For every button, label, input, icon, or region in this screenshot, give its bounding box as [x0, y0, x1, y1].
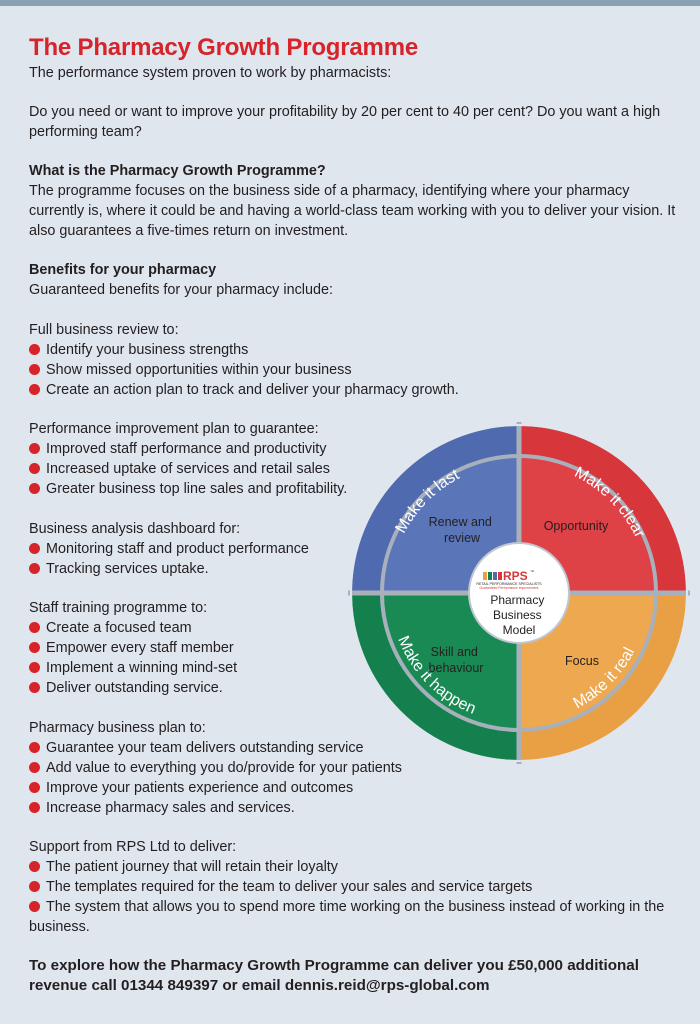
label-focus: Focus	[565, 654, 599, 668]
logo-text: RPS	[503, 569, 528, 583]
benefits-intro: Guaranteed benefits for your pharmacy in…	[29, 282, 333, 298]
bullet-dot-icon	[29, 782, 40, 793]
logo-bar	[493, 572, 497, 580]
section-heading: Business analysis dashboard for:	[29, 521, 241, 537]
logo-bar	[498, 572, 502, 580]
center-disc	[468, 542, 570, 644]
section-heading: Staff training programme to:	[29, 600, 208, 616]
bullet-dot-icon	[29, 802, 40, 813]
label-renew-review: Renew and review	[429, 515, 496, 545]
bullet-item: Improved staff performance and productiv…	[29, 439, 327, 459]
section-heading: Full business review to:	[29, 322, 179, 338]
bullet-dot-icon	[29, 682, 40, 693]
bullet-item: The system that allows you to spend more…	[29, 899, 665, 935]
bullet-dot-icon	[29, 881, 40, 892]
rps-logo: RPS ™ RETAIL PERFORMANCE SPECIALISTS Gua…	[476, 569, 542, 590]
bullet-dot-icon	[29, 901, 40, 912]
bullet-dot-icon	[29, 563, 40, 574]
bullet-dot-icon	[29, 443, 40, 454]
top-border	[0, 0, 700, 6]
page-title: The Pharmacy Growth Programme	[29, 34, 418, 61]
subtitle: The performance system proven to work by…	[29, 65, 392, 81]
section-heading: Support from RPS Ltd to deliver:	[29, 839, 237, 855]
bullet-item: Empower every staff member	[29, 638, 234, 658]
bullet-dot-icon	[29, 483, 40, 494]
intro-paragraph: Do you need or want to improve your prof…	[29, 104, 661, 140]
bullet-item: Create an action plan to track and deliv…	[29, 380, 459, 400]
bullet-item: Show missed opportunities within your bu…	[29, 360, 352, 380]
bullet-dot-icon	[29, 861, 40, 872]
bullet-dot-icon	[29, 364, 40, 375]
logo-bar	[483, 572, 487, 580]
business-model-wheel: Make it last Make it clear Make it real …	[348, 422, 690, 764]
bullet-dot-icon	[29, 344, 40, 355]
bullet-dot-icon	[29, 742, 40, 753]
outer-edge	[350, 424, 688, 762]
bullet-item: Create a focused team	[29, 618, 192, 638]
bullet-item: Implement a winning mind-set	[29, 658, 237, 678]
bullet-item: The patient journey that will retain the…	[29, 857, 338, 877]
logo-tagline: RETAIL PERFORMANCE SPECIALISTS	[476, 582, 542, 586]
bullet-item: Monitoring staff and product performance	[29, 539, 309, 559]
bullet-dot-icon	[29, 543, 40, 554]
call-to-action: To explore how the Pharmacy Growth Progr…	[29, 957, 639, 994]
section-heading: Performance improvement plan to guarante…	[29, 421, 319, 437]
bullet-dot-icon	[29, 642, 40, 653]
center-label: Pharmacy Business Model	[490, 593, 547, 637]
section-heading: Pharmacy business plan to:	[29, 720, 206, 736]
logo-tagline-sub: Guaranteed Performance Improvement	[480, 586, 539, 590]
bullet-item: Identify your business strengths	[29, 340, 248, 360]
label-skill-behaviour: Skill and behaviour	[429, 645, 484, 675]
bullet-dot-icon	[29, 662, 40, 673]
bullet-dot-icon	[29, 762, 40, 773]
what-body: The programme focuses on the business si…	[29, 183, 676, 239]
bullet-item: Greater business top line sales and prof…	[29, 479, 347, 499]
label-opportunity: Opportunity	[544, 519, 609, 533]
bullet-item: Improve your patients experience and out…	[29, 778, 353, 798]
what-heading: What is the Pharmacy Growth Programme?	[29, 163, 326, 179]
bullet-item: Tracking services uptake.	[29, 559, 209, 579]
bullet-dot-icon	[29, 463, 40, 474]
bullet-dot-icon	[29, 384, 40, 395]
logo-bar	[488, 572, 492, 580]
bullet-item: Increase pharmacy sales and services.	[29, 798, 295, 818]
bullet-item: The templates required for the team to d…	[29, 877, 532, 897]
bullet-item: Deliver outstanding service.	[29, 678, 223, 698]
bullet-item: Add value to everything you do/provide f…	[29, 758, 402, 778]
logo-tm: ™	[530, 569, 534, 574]
benefits-heading: Benefits for your pharmacy	[29, 262, 217, 278]
bullet-item: Increased uptake of services and retail …	[29, 459, 330, 479]
bullet-dot-icon	[29, 622, 40, 633]
bullet-item: Guarantee your team delivers outstanding…	[29, 738, 364, 758]
